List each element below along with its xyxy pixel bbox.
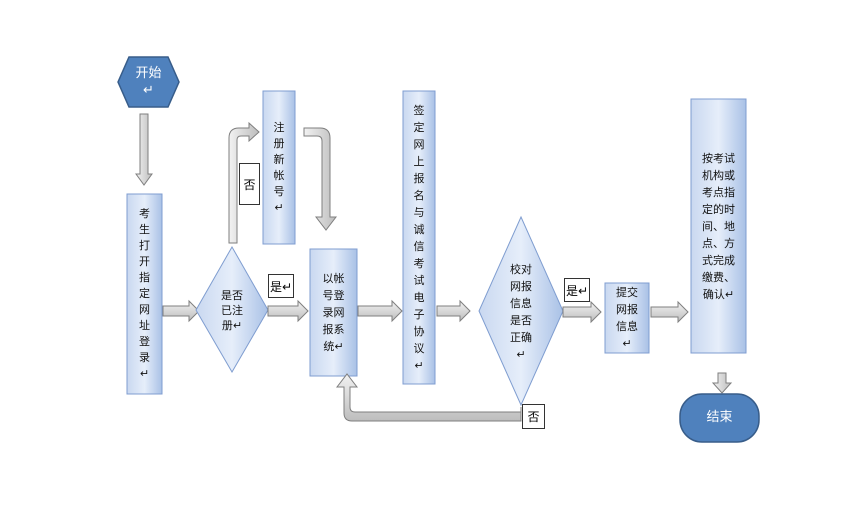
confirm-box — [690, 98, 747, 354]
sign-box — [402, 90, 436, 385]
arrow-decision-to-login — [267, 299, 309, 323]
arrow-confirm-to-end — [711, 372, 733, 394]
arrow-check-to-submit — [562, 300, 602, 324]
arrow-sign-to-check — [436, 299, 471, 323]
arrow-login-to-sign — [357, 299, 403, 323]
no-label-check: 否 — [522, 404, 545, 429]
start-terminal — [117, 56, 180, 108]
arrow-register-to-login — [303, 127, 338, 231]
login-box — [309, 248, 358, 377]
arrow-check-to-login — [335, 373, 522, 422]
arrow-decision-to-register — [228, 121, 260, 244]
arrow-start-to-open — [135, 113, 153, 186]
registered-decision — [195, 245, 269, 373]
yes-label-registered-text: 是↵ — [269, 279, 293, 294]
register-box — [262, 90, 296, 245]
yes-label-check-text: 是↵ — [565, 283, 589, 298]
end-terminal — [679, 393, 760, 443]
check-decision — [478, 215, 564, 407]
yes-label-check: 是↵ — [564, 278, 590, 302]
yes-label-registered: 是↵ — [268, 274, 294, 298]
no-label-registered-text: 否 — [243, 177, 256, 192]
submit-box — [604, 282, 650, 354]
arrow-submit-to-confirm — [650, 300, 689, 324]
no-label-registered: 否 — [239, 163, 260, 205]
open-site-box — [126, 193, 163, 395]
no-label-check-text: 否 — [527, 410, 540, 424]
arrow-open-to-decision — [162, 299, 200, 323]
